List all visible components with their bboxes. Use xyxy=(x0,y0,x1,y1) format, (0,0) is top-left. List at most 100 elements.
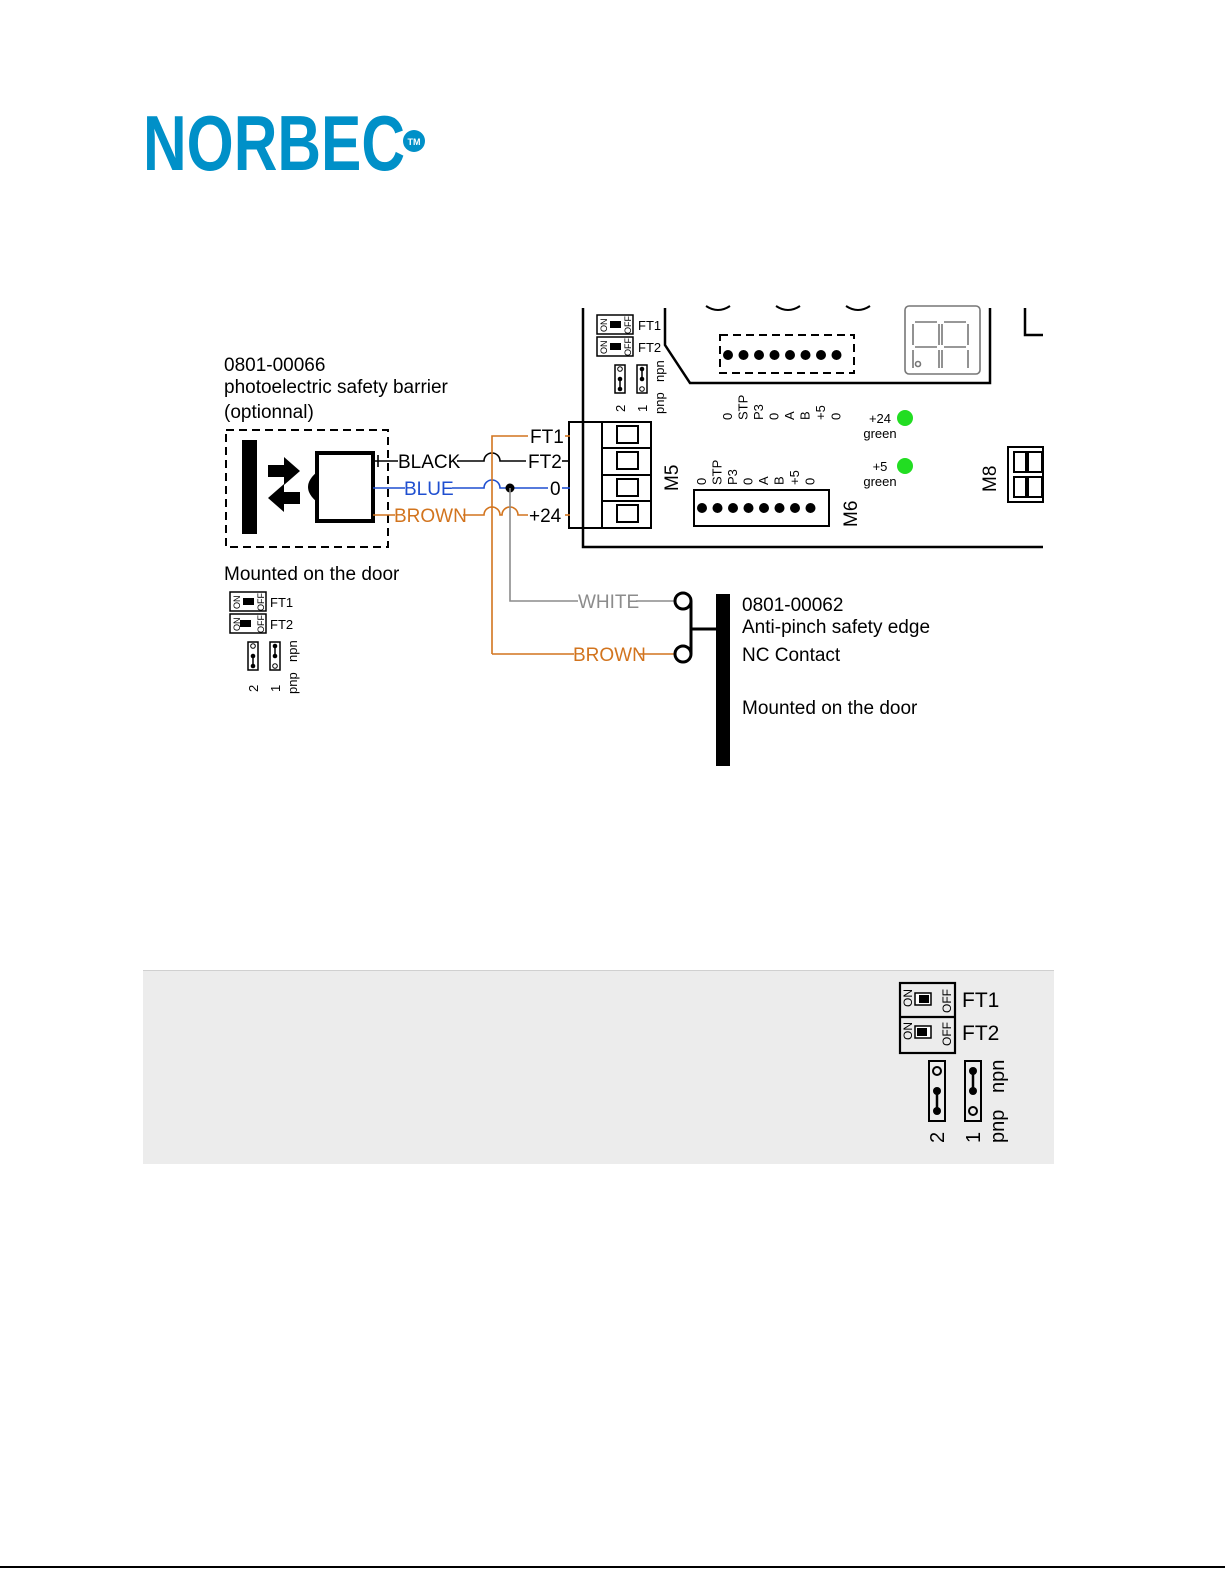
led-24v xyxy=(897,410,913,426)
top-header-pin-label: 0 xyxy=(829,413,844,420)
m5-label: M5 xyxy=(662,465,683,491)
edge-mount: Mounted on the door xyxy=(742,698,918,719)
m6-pin xyxy=(743,503,754,513)
m6-pin xyxy=(774,503,785,513)
m6-pin-label: P3 xyxy=(725,469,740,485)
svg-text:FT1: FT1 xyxy=(270,595,293,610)
seven-segment-display xyxy=(904,305,981,375)
connector-m6 xyxy=(693,489,830,527)
settings-note-box: ON OFF ON OFF FT1 FT2 2 1 pnp npn xyxy=(143,970,1054,1164)
svg-text:1: 1 xyxy=(268,685,283,692)
top-header-pin-label: B xyxy=(798,411,813,420)
control-board xyxy=(581,308,1043,549)
m6-pin xyxy=(712,503,723,513)
top-header-pin xyxy=(769,350,780,360)
svg-text:FT2: FT2 xyxy=(638,340,661,355)
top-header-pin xyxy=(816,350,826,360)
svg-text:ON: ON xyxy=(232,596,242,610)
svg-text:2: 2 xyxy=(246,685,261,692)
top-header-pin-label: 0 xyxy=(720,413,735,420)
svg-text:OFF: OFF xyxy=(623,316,633,334)
wire-white xyxy=(509,488,674,602)
norbec-logo: NORBEC TM xyxy=(143,108,425,174)
barrier-note: (optionnal) xyxy=(224,402,314,423)
top-header-pin xyxy=(800,350,811,360)
svg-text:FT1: FT1 xyxy=(638,318,661,333)
svg-text:1: 1 xyxy=(635,405,650,412)
wire-brown-edge-label: BROWN xyxy=(573,645,646,666)
trademark-badge xyxy=(403,130,425,152)
legend-pnp: pnp xyxy=(987,1110,1009,1143)
m6-label: M6 xyxy=(841,501,862,527)
top-header-pin-label: 0 xyxy=(767,413,782,420)
m6-pin xyxy=(728,503,738,513)
page-footer-rule xyxy=(0,1566,1225,1568)
top-header-pin xyxy=(723,350,733,360)
terminal-ft1-label: FT1 xyxy=(530,427,564,448)
m6-pin-label: 0 xyxy=(803,478,818,485)
top-header-pin-label: STP xyxy=(736,395,751,420)
m6-pin-label: +5 xyxy=(787,470,802,485)
m8-label: M8 xyxy=(980,466,1001,492)
door-dip-switches: ON OFF ON OFF FT1 FT2 2 1 pnp npn xyxy=(229,591,300,694)
connector-m8 xyxy=(1007,446,1044,503)
m6-pin-label: STP xyxy=(710,460,725,485)
top-header-pin-label: A xyxy=(782,411,797,420)
m6-pin xyxy=(759,503,769,513)
top-header-pin xyxy=(785,350,795,360)
barrier-part-number: 0801-00066 xyxy=(224,355,325,376)
legend-j2: 2 xyxy=(927,1132,949,1143)
svg-text:pnp: pnp xyxy=(652,392,667,414)
edge-contact: NC Contact xyxy=(742,645,841,666)
terminal-block-m5 xyxy=(568,421,652,529)
wire-white-label: WHITE xyxy=(578,592,639,613)
top-pin-header xyxy=(719,334,855,374)
svg-text:2: 2 xyxy=(613,405,628,412)
wire-blue xyxy=(373,479,570,489)
edge-part-number: 0801-00062 xyxy=(742,595,843,616)
svg-text:ON: ON xyxy=(599,341,609,355)
m6-pin xyxy=(790,503,800,513)
svg-text:ON: ON xyxy=(901,989,915,1007)
led-5v-color: green xyxy=(863,474,896,489)
led-24v-value: +24 xyxy=(869,411,891,426)
svg-text:FT2: FT2 xyxy=(270,617,293,632)
top-header-pin xyxy=(738,350,749,360)
barrier-symbol xyxy=(225,429,389,548)
safety-edge-symbol xyxy=(673,591,730,766)
svg-text:npn: npn xyxy=(652,360,667,382)
wire-brown xyxy=(373,435,570,654)
svg-text:npn: npn xyxy=(285,640,300,662)
barrier-mount: Mounted on the door xyxy=(224,564,400,585)
wire-blue-label: BLUE xyxy=(404,479,454,500)
m6-pin-label: B xyxy=(772,476,787,485)
svg-text:ON: ON xyxy=(232,618,242,632)
svg-text:OFF: OFF xyxy=(940,989,954,1013)
svg-text:pnp: pnp xyxy=(285,672,300,694)
led-5v-value: +5 xyxy=(873,459,888,474)
m6-pin-label: 0 xyxy=(694,478,709,485)
svg-text:ON: ON xyxy=(901,1022,915,1040)
svg-text:OFF: OFF xyxy=(940,1022,954,1046)
wire-brown-label: BROWN xyxy=(394,506,467,527)
edge-title: Anti-pinch safety edge xyxy=(742,617,930,638)
board-dip-switches: ON OFF ON OFF FT1 FT2 2 1 pnp npn xyxy=(596,314,667,414)
dip-switch-legend: ON OFF ON OFF FT1 FT2 2 1 pnp npn xyxy=(898,981,1009,1143)
wire-black-label: BLACK xyxy=(398,452,461,473)
brand-wordmark: NORBEC xyxy=(143,108,405,174)
svg-text:OFF: OFF xyxy=(256,615,266,633)
m6-pin-label: 0 xyxy=(741,478,756,485)
top-header-pin-label: +5 xyxy=(813,405,828,420)
led-24v-color: green xyxy=(863,426,896,441)
trademark-symbol: TM xyxy=(408,137,421,147)
terminal-24-label: +24 xyxy=(529,506,562,527)
svg-text:OFF: OFF xyxy=(256,593,266,611)
top-header-pin xyxy=(754,350,764,360)
terminal-ft2-label: FT2 xyxy=(528,452,562,473)
legend-j1: 1 xyxy=(963,1132,985,1143)
svg-text:OFF: OFF xyxy=(623,338,633,356)
top-header-pin xyxy=(831,350,842,360)
